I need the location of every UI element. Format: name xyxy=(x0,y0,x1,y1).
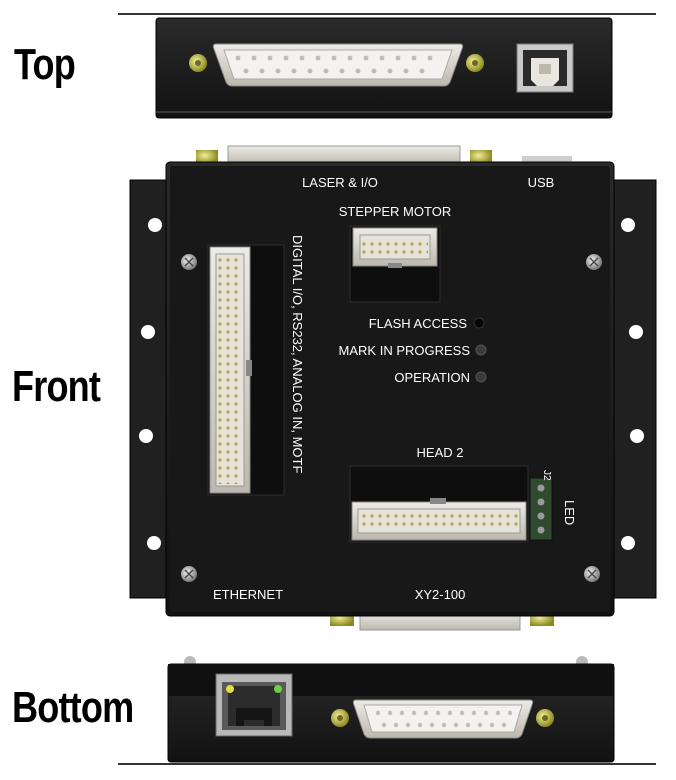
ethernet-label: ETHERNET xyxy=(213,587,283,602)
bottom-db25-connector xyxy=(331,699,554,739)
operation-led-icon xyxy=(475,371,487,383)
digital-io-connector xyxy=(207,244,285,496)
bottom-view xyxy=(118,656,656,765)
head2-connector xyxy=(349,465,529,543)
stepper-motor-label: STEPPER MOTOR xyxy=(339,204,451,219)
xy2-100-label: XY2-100 xyxy=(415,587,466,602)
usb-label: USB xyxy=(528,175,555,190)
front-view: LASER & I/O USB STEPPER MOTOR DIGITAL I/… xyxy=(129,145,657,631)
top-usb-connector xyxy=(516,43,574,93)
j2-label: J2 xyxy=(541,470,552,481)
head2-label: HEAD 2 xyxy=(417,445,464,460)
led-terminal-block xyxy=(529,477,553,541)
bottom-view-label: Bottom xyxy=(12,683,134,732)
top-view-label: Top xyxy=(14,40,76,89)
laser-io-label: LASER & I/O xyxy=(302,175,378,190)
ethernet-port xyxy=(215,673,293,737)
top-view xyxy=(118,13,656,119)
mark-in-progress-label: MARK IN PROGRESS xyxy=(339,343,471,358)
mounting-holes xyxy=(139,218,644,550)
operation-label: OPERATION xyxy=(394,370,470,385)
flash-access-led-icon xyxy=(473,317,485,329)
panel-screws xyxy=(181,254,602,582)
ethernet-led-right-icon xyxy=(274,685,282,693)
stepper-motor-connector xyxy=(349,225,441,303)
flash-access-label: FLASH ACCESS xyxy=(369,316,468,331)
front-view-label: Front xyxy=(12,362,101,411)
ethernet-led-left-icon xyxy=(226,685,234,693)
led-label: LED xyxy=(562,500,577,525)
mark-in-progress-led-icon xyxy=(475,344,487,356)
digital-io-label: DIGITAL I/O, RS232, ANALOG IN, MOTF xyxy=(290,235,305,473)
top-db25-connector xyxy=(189,43,484,87)
